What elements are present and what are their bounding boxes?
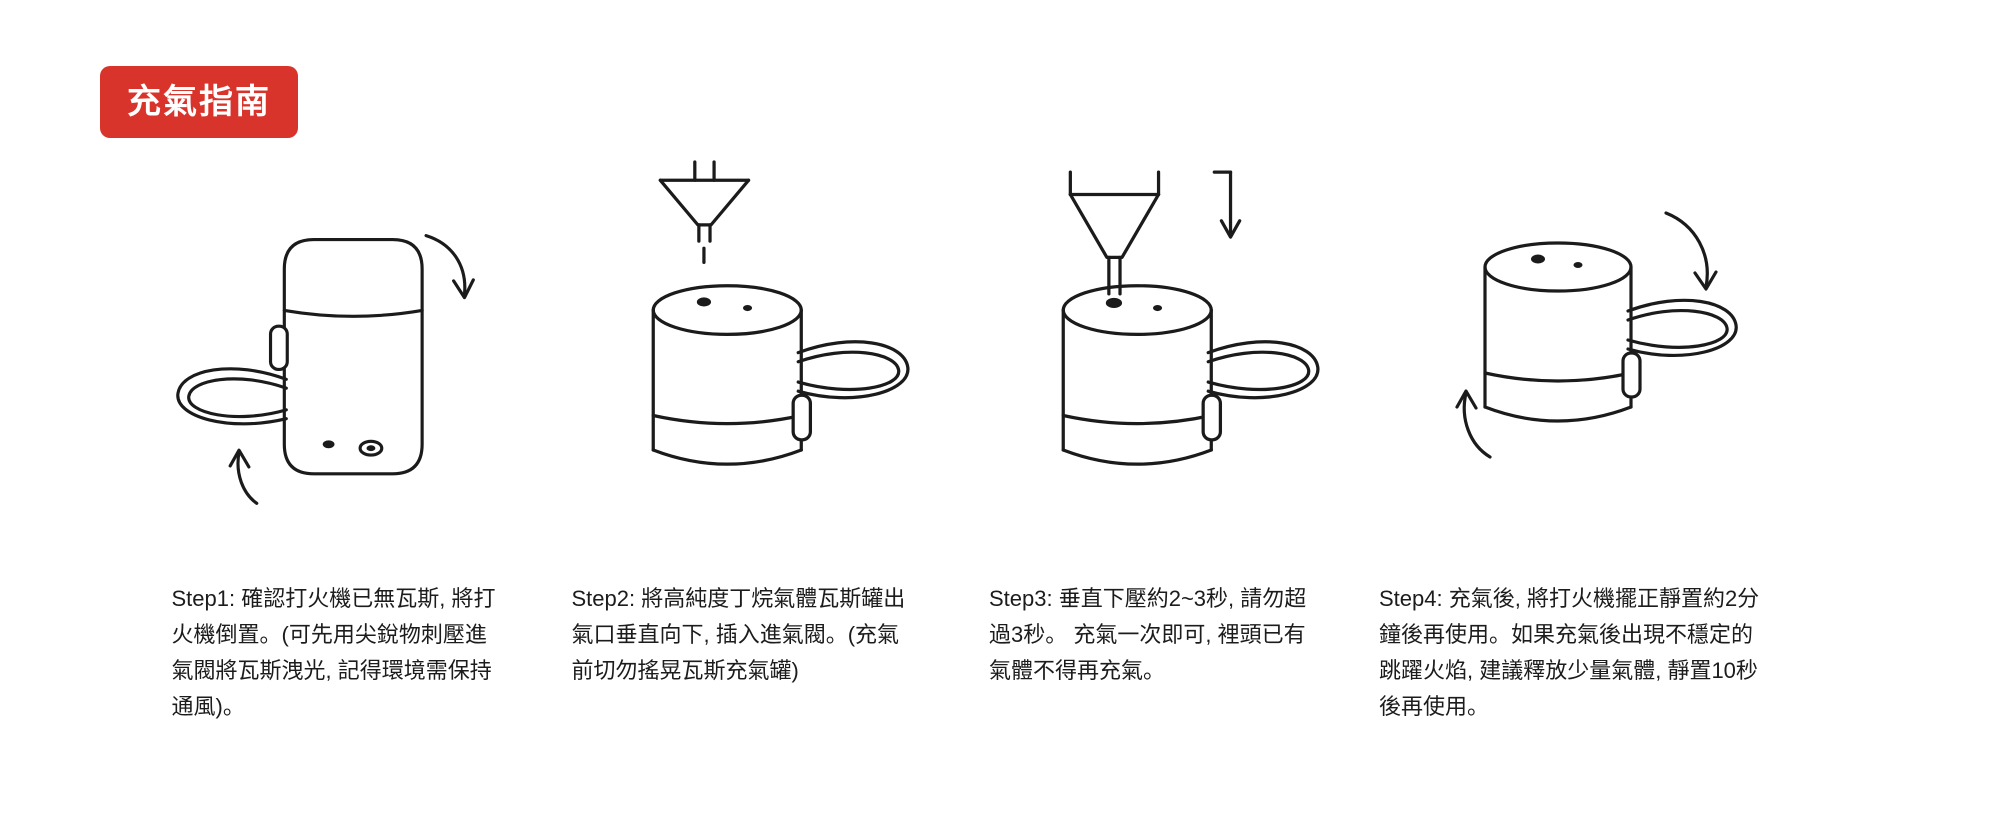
gas-can-nozzle <box>658 160 751 265</box>
step-2-caption: Step2: 將高純度丁烷氣體瓦斯罐出氣口垂直向下, 插入進氣閥。(充氣前切勿搖… <box>571 586 906 683</box>
lighter-jet-ports <box>1530 254 1582 268</box>
lighter-refill-illustration <box>651 160 910 466</box>
step-3-column: Step3: 垂直下壓約2~3秒, 請勿超過3秒。 充氣一次即可, 裡頭已有氣體… <box>975 130 1335 689</box>
section-title-badge: 充氣指南 <box>100 66 298 138</box>
lighter-jet-ports <box>696 297 753 312</box>
upright-lighter-illustration <box>1454 211 1738 459</box>
steps-row: Step1: 確認打火機已無瓦斯, 將打火機倒置。(可先用尖銳物刺壓進氣閥將瓦斯… <box>0 130 2000 780</box>
lighter-jet-ports <box>1105 297 1163 312</box>
lighter-body-upright <box>1482 241 1633 423</box>
lighter-press-illustration <box>1061 170 1320 466</box>
step-4-figure <box>1375 130 1775 525</box>
step-2-figure <box>565 130 925 525</box>
settle-arrow-top <box>1663 211 1718 291</box>
lighter-clip-tab <box>1620 351 1642 399</box>
step-1-column: Step1: 確認打火機已無瓦斯, 將打火機倒置。(可先用尖銳物刺壓進氣閥將瓦斯… <box>160 130 510 725</box>
lighter-seam-line <box>1061 413 1213 426</box>
lighter-clip-tab <box>791 393 813 442</box>
lighter-clip-tab <box>1201 393 1223 442</box>
step-4-caption: Step4: 充氣後, 將打火機擺正靜置約2分鐘後再使用。如果充氣後出現不穩定的… <box>1379 586 1760 719</box>
lighter-clip-tab <box>268 324 289 372</box>
lighter-body-upright <box>651 284 803 466</box>
step-3-caption: Step3: 垂直下壓約2~3秒, 請勿超過3秒。 充氣一次即可, 裡頭已有氣體… <box>989 586 1307 683</box>
settle-arrow-bottom <box>1454 389 1492 459</box>
lighter-body-inverted <box>282 237 424 476</box>
press-down-arrow <box>1212 170 1242 239</box>
keyring-loop <box>175 367 288 426</box>
step-1-figure <box>160 130 510 525</box>
inverted-lighter-illustration <box>175 234 475 505</box>
lighter-seam-line <box>651 413 803 426</box>
step-1-caption: Step1: 確認打火機已無瓦斯, 將打火機倒置。(可先用尖銳物刺壓進氣閥將瓦斯… <box>171 586 496 719</box>
step-3-figure <box>975 130 1335 525</box>
step-4-column: Step4: 充氣後, 將打火機擺正靜置約2分鐘後再使用。如果充氣後出現不穩定的… <box>1375 130 1775 725</box>
keyring-loop <box>796 340 910 400</box>
flip-arrow-top <box>423 234 475 300</box>
gas-can-nozzle-inserted <box>1068 170 1161 296</box>
flip-arrow-bottom <box>228 448 258 505</box>
keyring-loop <box>1206 340 1320 400</box>
lighter-seam-line <box>282 308 424 318</box>
keyring-loop <box>1625 298 1738 357</box>
lighter-seam-line <box>1482 371 1633 383</box>
lighter-jet-ports <box>322 439 383 457</box>
lighter-body-upright <box>1061 284 1213 466</box>
step-2-column: Step2: 將高純度丁烷氣體瓦斯罐出氣口垂直向下, 插入進氣閥。(充氣前切勿搖… <box>565 130 925 689</box>
